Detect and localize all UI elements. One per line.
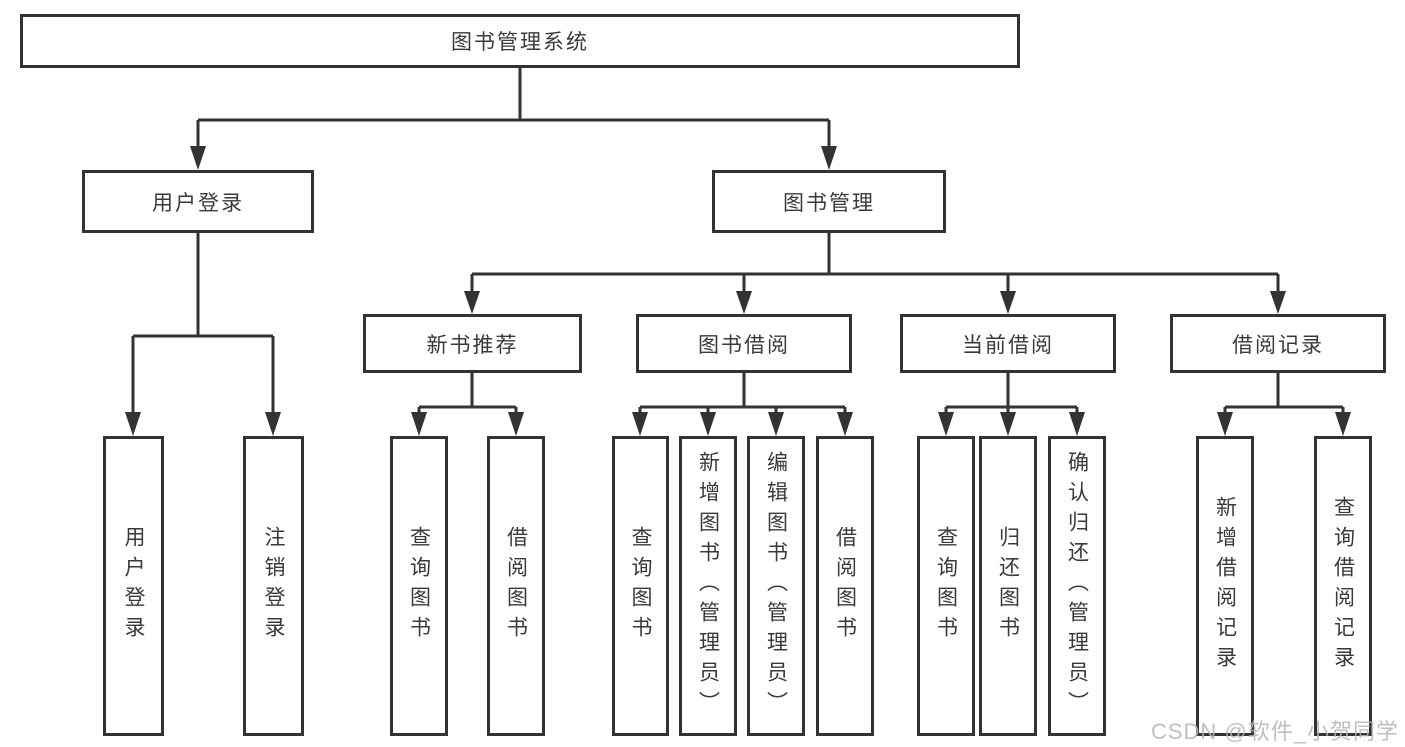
connector-line <box>470 233 1280 293</box>
arrowhead <box>700 412 716 436</box>
node-current-borrowing: 当前借阅 <box>900 314 1116 373</box>
arrowhead <box>265 412 281 436</box>
leaf-confirm-return-admin: 确认归还（管理员） <box>1048 436 1106 736</box>
arrowhead <box>1000 291 1016 314</box>
connector-book-management-to-groups <box>464 233 1286 314</box>
connector-line <box>1223 373 1345 414</box>
leaf-logout: 注销登录 <box>243 436 304 736</box>
arrowhead <box>938 412 954 436</box>
node-library-management-system: 图书管理系统 <box>20 14 1020 68</box>
leaf-query-borrowing-record: 查询借阅记录 <box>1314 436 1372 736</box>
arrowhead <box>837 412 853 436</box>
leaf-query-books-current: 查询图书 <box>917 436 975 736</box>
arrowhead <box>1270 291 1286 314</box>
arrowhead <box>125 412 141 436</box>
watermark-text: CSDN @软件_小贺同学 <box>1150 719 1399 744</box>
arrowhead <box>411 412 427 436</box>
leaf-return-books: 归还图书 <box>979 436 1037 736</box>
arrowhead <box>768 412 784 436</box>
connector-new-book-recommendation-to-leaves <box>411 373 524 436</box>
leaf-user-login: 用户登录 <box>103 436 164 736</box>
connector-line <box>638 373 847 414</box>
node-book-borrowing: 图书借阅 <box>636 314 852 373</box>
connector-line <box>417 373 518 414</box>
arrowhead <box>508 412 524 436</box>
arrowhead <box>736 291 752 314</box>
node-new-book-recommendation: 新书推荐 <box>363 314 582 373</box>
leaf-query-books-borrowing: 查询图书 <box>612 436 669 736</box>
node-user-login: 用户登录 <box>82 170 314 233</box>
node-borrowing-records: 借阅记录 <box>1170 314 1386 373</box>
leaf-add-borrowing-record: 新增借阅记录 <box>1196 436 1254 736</box>
arrowhead <box>464 291 480 314</box>
leaf-query-books-recommend: 查询图书 <box>390 436 448 736</box>
arrowhead <box>1069 412 1085 436</box>
arrowhead <box>1335 412 1351 436</box>
arrowhead <box>821 146 837 170</box>
connector-line <box>944 373 1079 414</box>
connector-user-login-to-leaves <box>125 233 281 436</box>
connector-line <box>131 233 275 414</box>
node-book-management: 图书管理 <box>712 170 946 233</box>
arrowhead <box>1000 412 1016 436</box>
arrowhead <box>190 146 206 170</box>
connector-borrowing-records-to-leaves <box>1217 373 1351 436</box>
leaf-add-books-admin: 新增图书（管理员） <box>679 436 737 736</box>
arrowhead <box>1217 412 1233 436</box>
leaf-borrow-books-recommend: 借阅图书 <box>487 436 545 736</box>
leaf-edit-books-admin: 编辑图书（管理员） <box>747 436 805 736</box>
leaf-borrow-books-borrowing: 借阅图书 <box>816 436 874 736</box>
arrowhead <box>632 412 648 436</box>
connector-current-borrowing-to-leaves <box>938 373 1085 436</box>
connector-root-to-branches <box>190 68 837 170</box>
connector-book-borrowing-to-leaves <box>632 373 853 436</box>
connector-line <box>196 68 831 148</box>
